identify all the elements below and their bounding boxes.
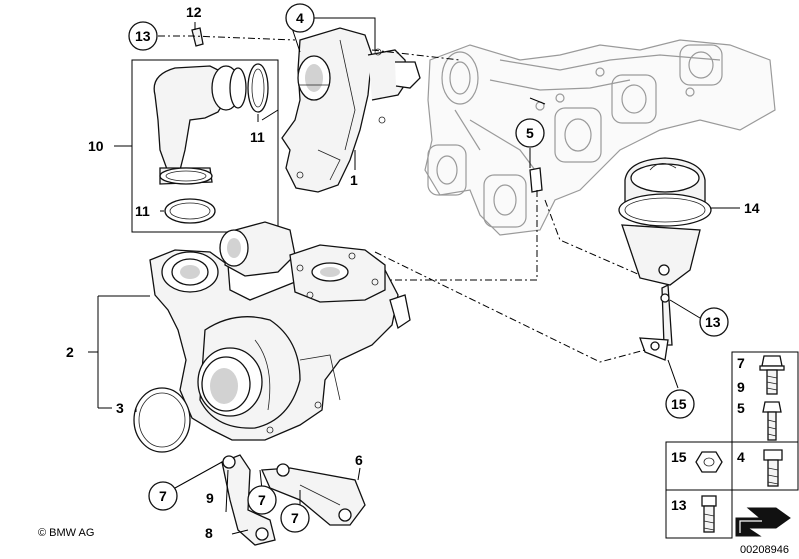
callout-9: 9	[206, 490, 214, 506]
leader-lines	[88, 17, 740, 535]
svg-text:11: 11	[250, 129, 265, 145]
orientation-arrow-icon	[735, 507, 791, 537]
hardware-legend: 7 9 5 15 4 13	[665, 351, 799, 539]
support-bracket-part-6	[261, 463, 366, 526]
svg-text:12: 12	[186, 4, 202, 20]
svg-text:7: 7	[258, 492, 266, 508]
hex-bolt-icon	[762, 401, 782, 441]
callout-5: 5	[515, 118, 545, 148]
callout-11-bottom: 11	[135, 203, 150, 219]
callout-15: 15	[665, 389, 695, 419]
flange-bolt-icon	[759, 355, 785, 395]
intake-pipe-part-10	[131, 59, 279, 233]
callout-7-left: 7	[148, 481, 178, 511]
svg-text:15: 15	[671, 396, 687, 412]
stud-bolt-icon	[763, 449, 783, 487]
legend-label-13: 13	[671, 497, 687, 513]
turbine-housing-part-1	[281, 27, 421, 193]
svg-text:2: 2	[66, 344, 74, 360]
callout-8: 8	[205, 525, 213, 541]
svg-text:6: 6	[355, 452, 363, 468]
svg-text:7: 7	[291, 510, 299, 526]
clip-part-12	[191, 27, 204, 47]
callout-2: 2	[66, 344, 74, 360]
callout-7-middle: 7	[247, 485, 277, 515]
copyright-text: © BMW AG	[38, 527, 94, 539]
callout-14: 14	[744, 200, 760, 216]
bolt-part-5	[529, 167, 543, 193]
svg-text:10: 10	[88, 138, 104, 154]
callout-13-top: 13	[128, 21, 158, 51]
callout-12: 12	[186, 4, 202, 20]
callout-13-right: 13	[699, 307, 729, 337]
socket-screw-icon	[701, 495, 717, 533]
svg-text:4: 4	[296, 10, 304, 26]
hex-nut-icon	[695, 451, 723, 473]
callout-1: 1	[350, 172, 358, 188]
callout-7-right: 7	[280, 503, 310, 533]
svg-text:3: 3	[116, 400, 124, 416]
turbocharger-part-2	[149, 221, 411, 441]
vacuum-actuator-part-14	[618, 157, 712, 361]
legend-label-5: 5	[737, 400, 745, 416]
callout-11-top: 11	[250, 129, 265, 145]
svg-text:13: 13	[705, 314, 721, 330]
svg-text:14: 14	[744, 200, 760, 216]
gasket-part-3	[133, 387, 191, 453]
callout-3: 3	[116, 400, 124, 416]
svg-text:9: 9	[206, 490, 214, 506]
svg-text:11: 11	[135, 203, 150, 219]
callout-10: 10	[88, 138, 104, 154]
callout-6: 6	[355, 452, 363, 468]
legend-label-7: 7	[737, 355, 745, 371]
legend-label-9: 9	[737, 379, 745, 395]
svg-text:7: 7	[159, 488, 167, 504]
callout-4: 4	[285, 3, 315, 33]
svg-text:13: 13	[135, 28, 151, 44]
exhaust-manifold-ghost	[424, 39, 776, 236]
svg-text:5: 5	[526, 125, 534, 141]
legend-label-15: 15	[671, 449, 687, 465]
svg-text:1: 1	[350, 172, 358, 188]
diagram-id: 00208946	[740, 544, 789, 556]
svg-text:8: 8	[205, 525, 213, 541]
o-ring-11-top	[247, 63, 269, 113]
legend-label-4: 4	[737, 449, 745, 465]
